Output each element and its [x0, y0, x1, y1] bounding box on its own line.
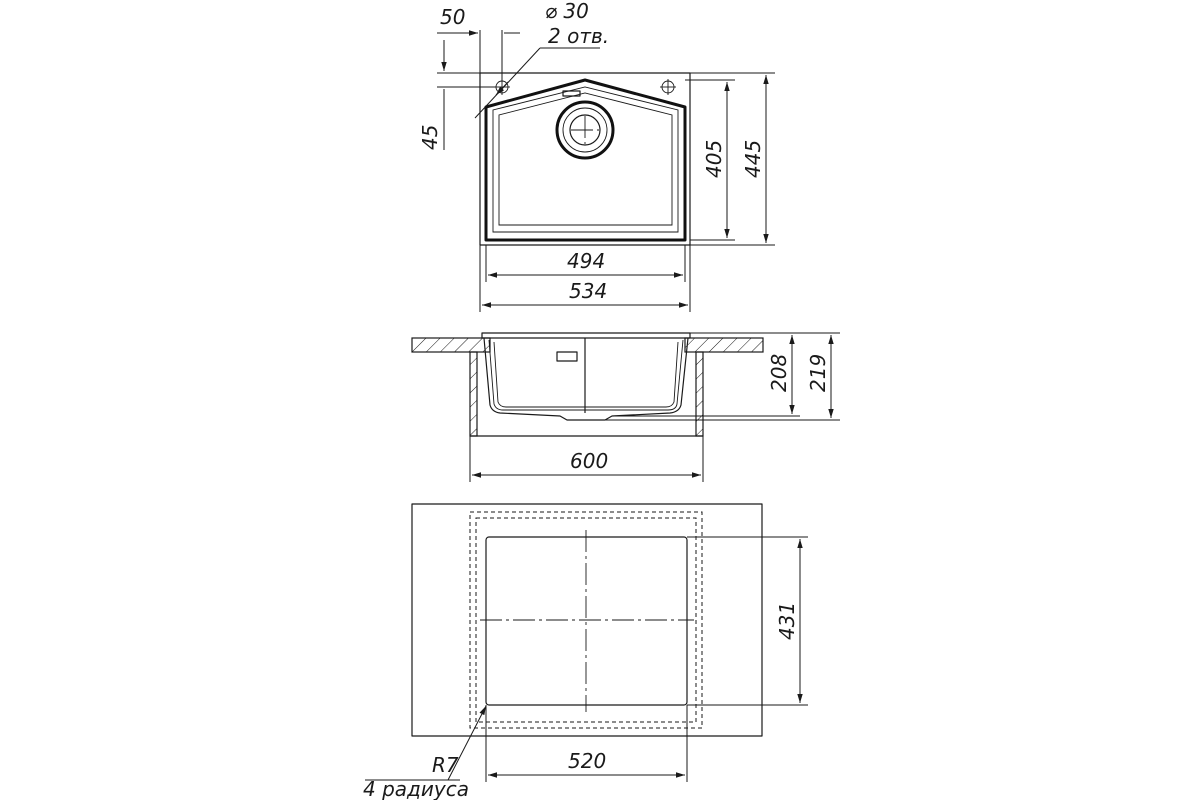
- dim-label-208: 208: [767, 354, 791, 392]
- cutout-rectangle: [485, 536, 688, 706]
- dim-label-diameter: ⌀ 30: [545, 0, 589, 23]
- faucet-hole-right: [660, 79, 676, 95]
- dim-label-494: 494: [567, 249, 605, 273]
- dim-cutout-width: 520: [485, 705, 688, 782]
- cabinet-outline-dashed: [469, 511, 703, 729]
- section-bowl-outer: [483, 337, 689, 421]
- cutout-view: 431 520 R7 4 радиуса: [363, 503, 808, 800]
- sink-outer-outline: [479, 72, 691, 246]
- dim-inner-depth: 405: [685, 79, 735, 241]
- dim-label-520: 520: [568, 749, 606, 773]
- dim-radius: R7 4 радиуса: [363, 705, 487, 800]
- dim-total-depth: 219: [605, 332, 840, 421]
- drain: [555, 100, 615, 160]
- dim-hole-offset-x: 50: [437, 5, 520, 81]
- dim-hole-diameter: ⌀ 30 2 отв.: [474, 0, 609, 119]
- dim-bowl-depth: 208: [612, 332, 800, 417]
- countertop-outline: [411, 503, 763, 737]
- top-view: 50 ⌀ 30 2 отв. 45 405: [418, 0, 775, 312]
- overflow-slot: [562, 90, 581, 97]
- dim-outer-depth: 445: [690, 72, 775, 246]
- bowl-inner-outline: [498, 92, 673, 226]
- section-view: 208 219 600: [411, 332, 840, 482]
- countertop-right: [684, 337, 764, 353]
- dim-label-600: 600: [570, 449, 608, 473]
- dim-hole-offset-y: 45: [418, 40, 496, 150]
- dim-cabinet-width: 600: [469, 436, 704, 482]
- cabinet-wall-left: [469, 351, 478, 437]
- cabinet-outline-dashed-inner: [475, 517, 697, 723]
- dim-inner-width: 494: [485, 245, 686, 282]
- bowl-outline: [484, 78, 687, 242]
- dim-label-534: 534: [569, 279, 607, 303]
- dim-label-405: 405: [702, 140, 726, 178]
- countertop-left: [411, 337, 491, 353]
- dim-label-445: 445: [741, 140, 765, 178]
- dim-label-45: 45: [418, 125, 442, 150]
- sink-rim: [481, 332, 691, 339]
- dim-label-radius: R7: [432, 753, 459, 777]
- dim-label-50: 50: [440, 5, 465, 29]
- section-overflow: [556, 351, 578, 362]
- section-bowl-mid: [488, 339, 684, 411]
- cabinet-wall-right: [695, 351, 704, 437]
- dim-cutout-depth: 431: [687, 536, 808, 706]
- section-bowl-inner: [493, 341, 679, 408]
- dim-label-radius-count: 4 радиуса: [363, 777, 469, 800]
- dim-label-219: 219: [806, 354, 830, 392]
- dim-outer-width: 534: [479, 245, 691, 312]
- dim-label-hole-count: 2 отв.: [548, 24, 609, 48]
- dim-label-431: 431: [775, 602, 799, 640]
- bowl-inner-line: [492, 86, 679, 233]
- faucet-hole-left: [494, 79, 510, 95]
